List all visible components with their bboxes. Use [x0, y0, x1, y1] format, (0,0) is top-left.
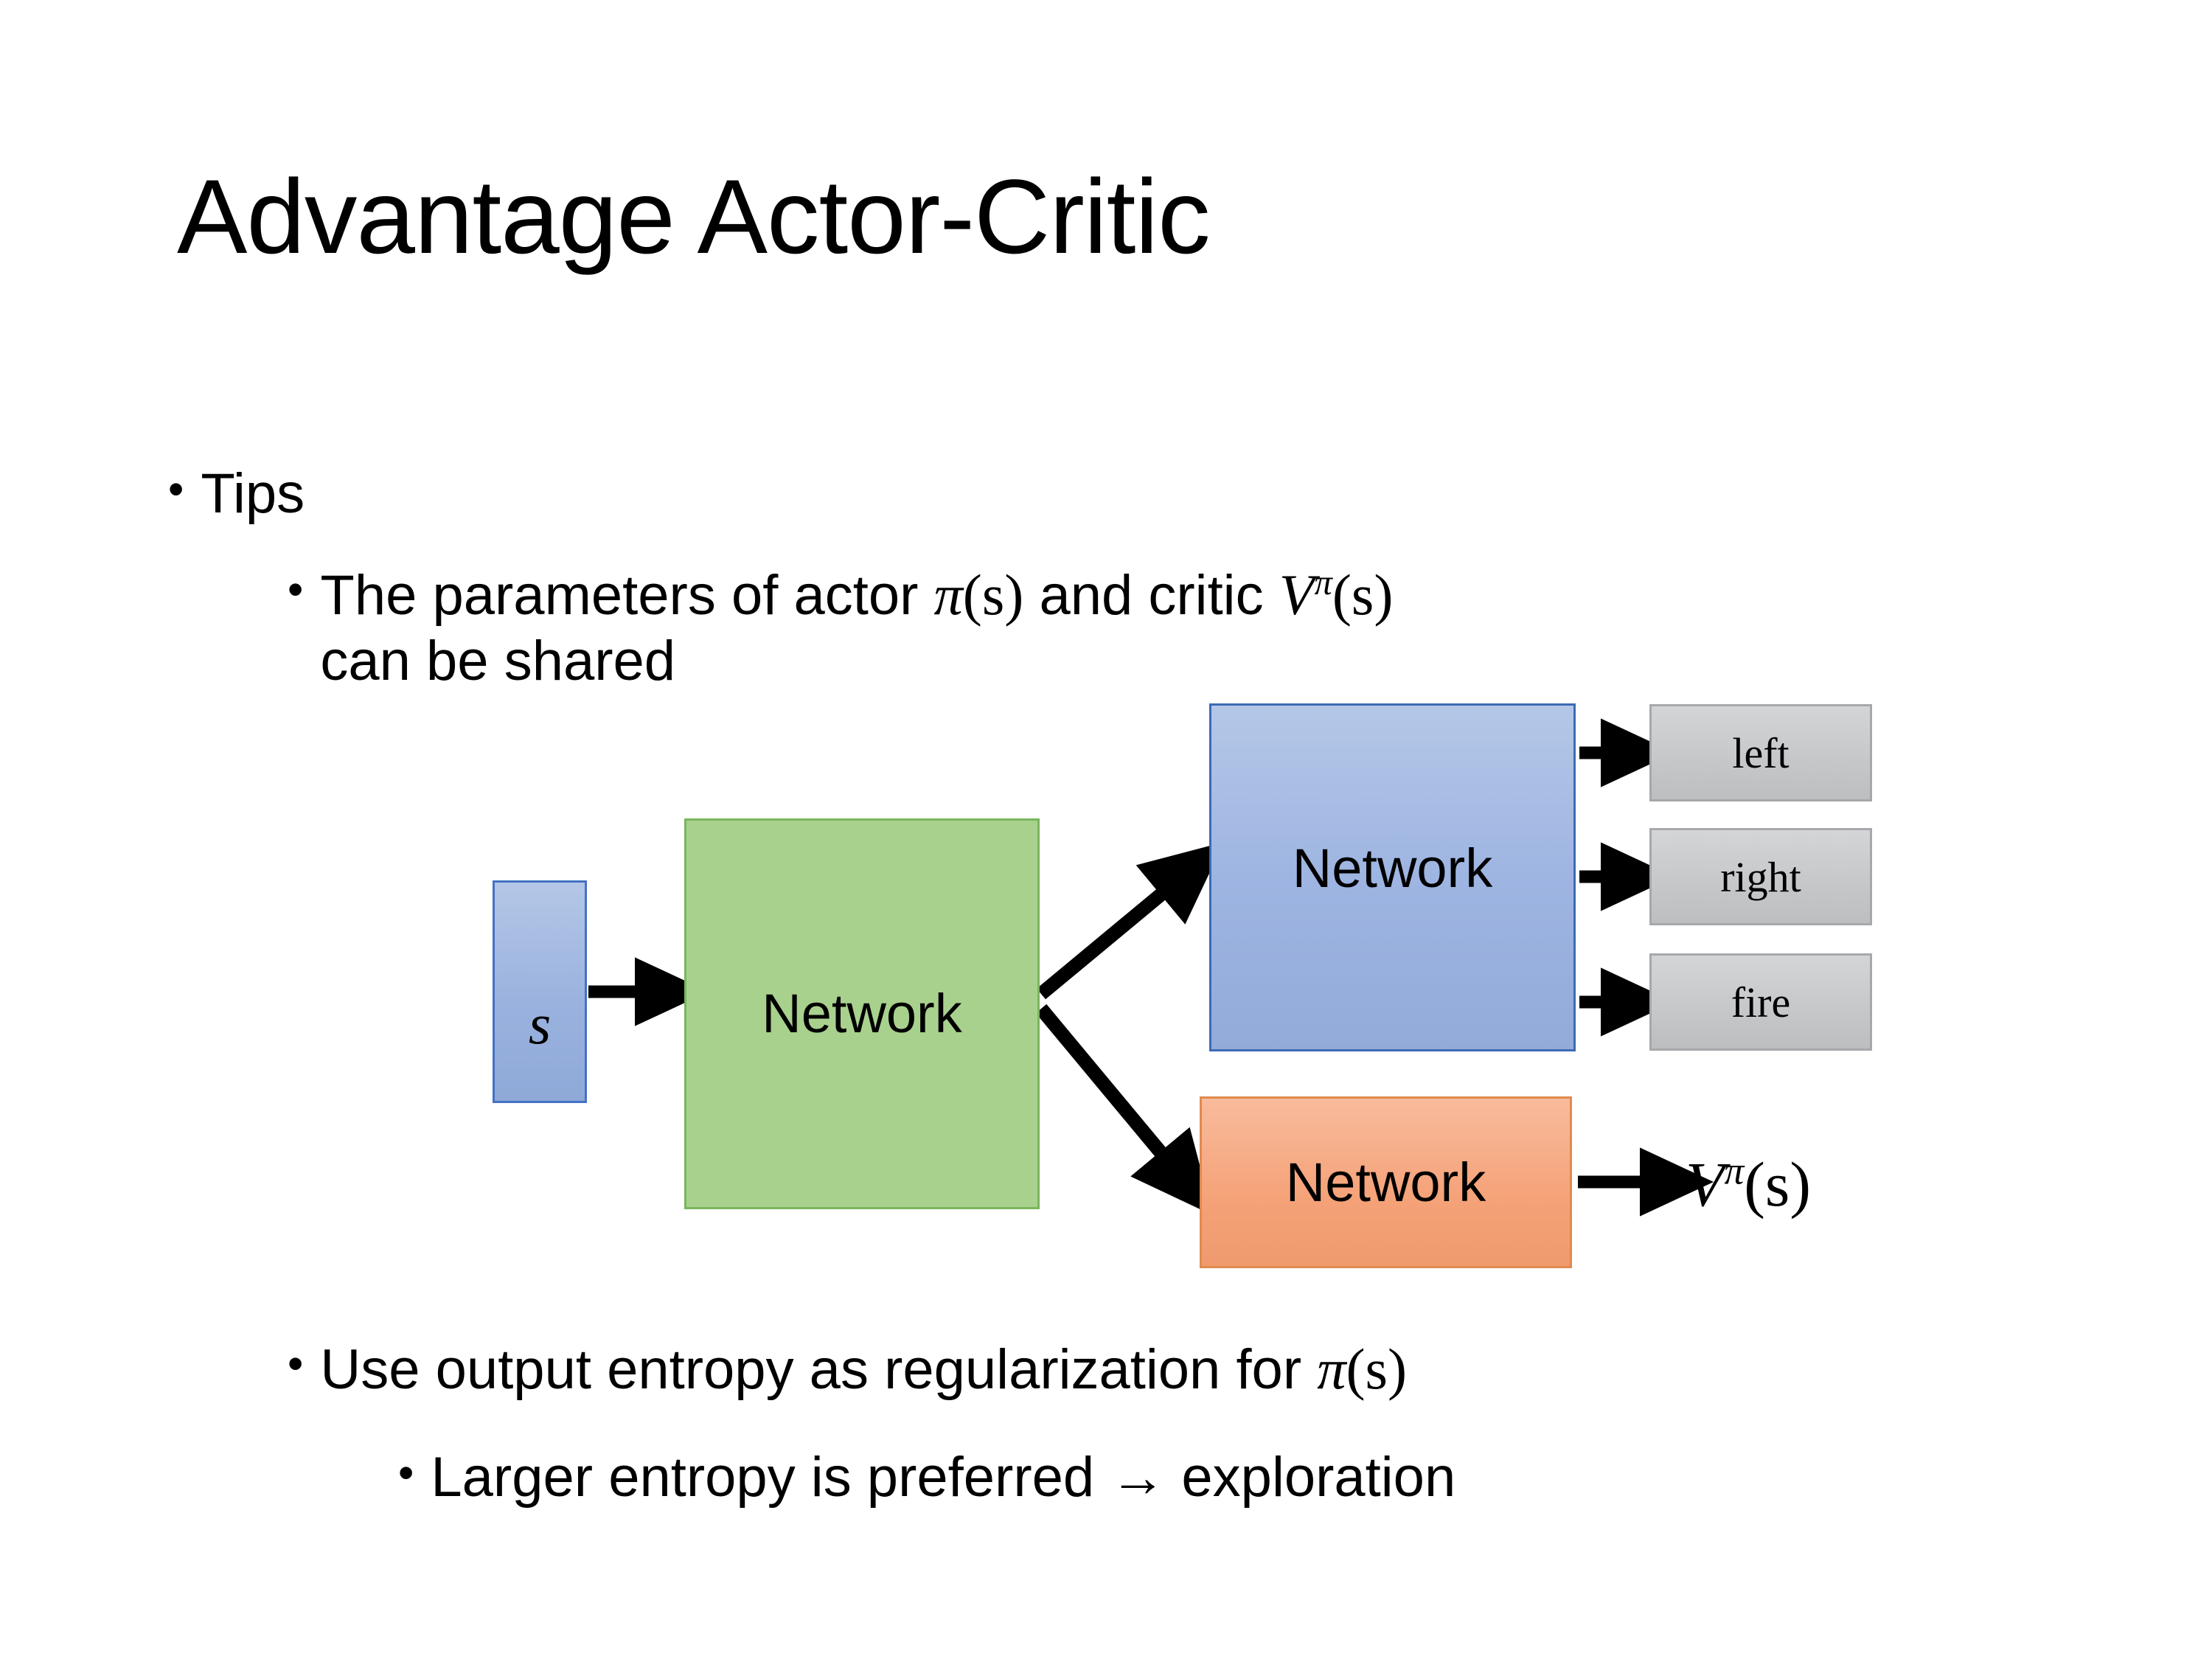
bullet-marker-icon: • [168, 464, 184, 515]
critic-network-box[interactable]: Network [1200, 1096, 1572, 1268]
value-output-formula: Vπ(s) [1686, 1147, 1811, 1221]
action-output-fire-label: fire [1731, 978, 1791, 1026]
page-title: Advantage Actor-Critic [177, 159, 1211, 276]
state-label: s [528, 992, 552, 1056]
action-output-left[interactable]: left [1649, 704, 1872, 801]
value-output-superscript: π [1724, 1148, 1745, 1193]
action-output-fire[interactable]: fire [1649, 953, 1872, 1051]
bullet-shared-parameters: • The parameters of actor π(s) and criti… [288, 562, 2072, 694]
action-output-left-label: left [1732, 728, 1790, 777]
bullet-tips-label: Tips [201, 462, 305, 525]
arrow-shared-to-actor [1036, 841, 1225, 1000]
state-input-box[interactable]: s [493, 880, 587, 1103]
action-output-right-label: right [1720, 852, 1801, 901]
shared-network-box[interactable]: Network [684, 818, 1040, 1209]
actor-policy-formula: π(s) [933, 563, 1024, 627]
actor-network-label: Network [1292, 838, 1493, 899]
bullet-larger-entropy-label: Larger entropy is preferred → exploratio… [431, 1446, 1456, 1509]
bullet-marker-icon: • [398, 1447, 414, 1498]
bullet-shared-text-middle: and critic [1023, 564, 1279, 627]
arrow-shared-to-critic [1035, 1004, 1214, 1216]
shared-network-label: Network [762, 983, 962, 1044]
critic-value-formula: Vπ(s) [1279, 563, 1394, 627]
critic-network-label: Network [1285, 1151, 1486, 1213]
bullet-marker-icon: • [288, 1338, 304, 1389]
value-output-symbol: V [1686, 1149, 1725, 1220]
bullet-tips: • Tips [168, 462, 305, 526]
bullet-entropy-text: Use output entropy as regularization for [320, 1338, 1318, 1401]
action-output-right[interactable]: right [1649, 828, 1872, 925]
bullet-entropy-regularization: • Use output entropy as regularization f… [288, 1336, 1407, 1403]
bullet-larger-entropy: • Larger entropy is preferred → explorat… [398, 1445, 1455, 1510]
bullet-shared-text-before: The parameters of actor [320, 564, 934, 627]
bullet-shared-text-line2: can be shared [320, 629, 676, 692]
value-output-arg: (s) [1744, 1149, 1812, 1220]
bullet-marker-icon: • [288, 564, 304, 615]
actor-network-box[interactable]: Network [1209, 703, 1576, 1051]
entropy-policy-formula: π(s) [1317, 1337, 1408, 1401]
